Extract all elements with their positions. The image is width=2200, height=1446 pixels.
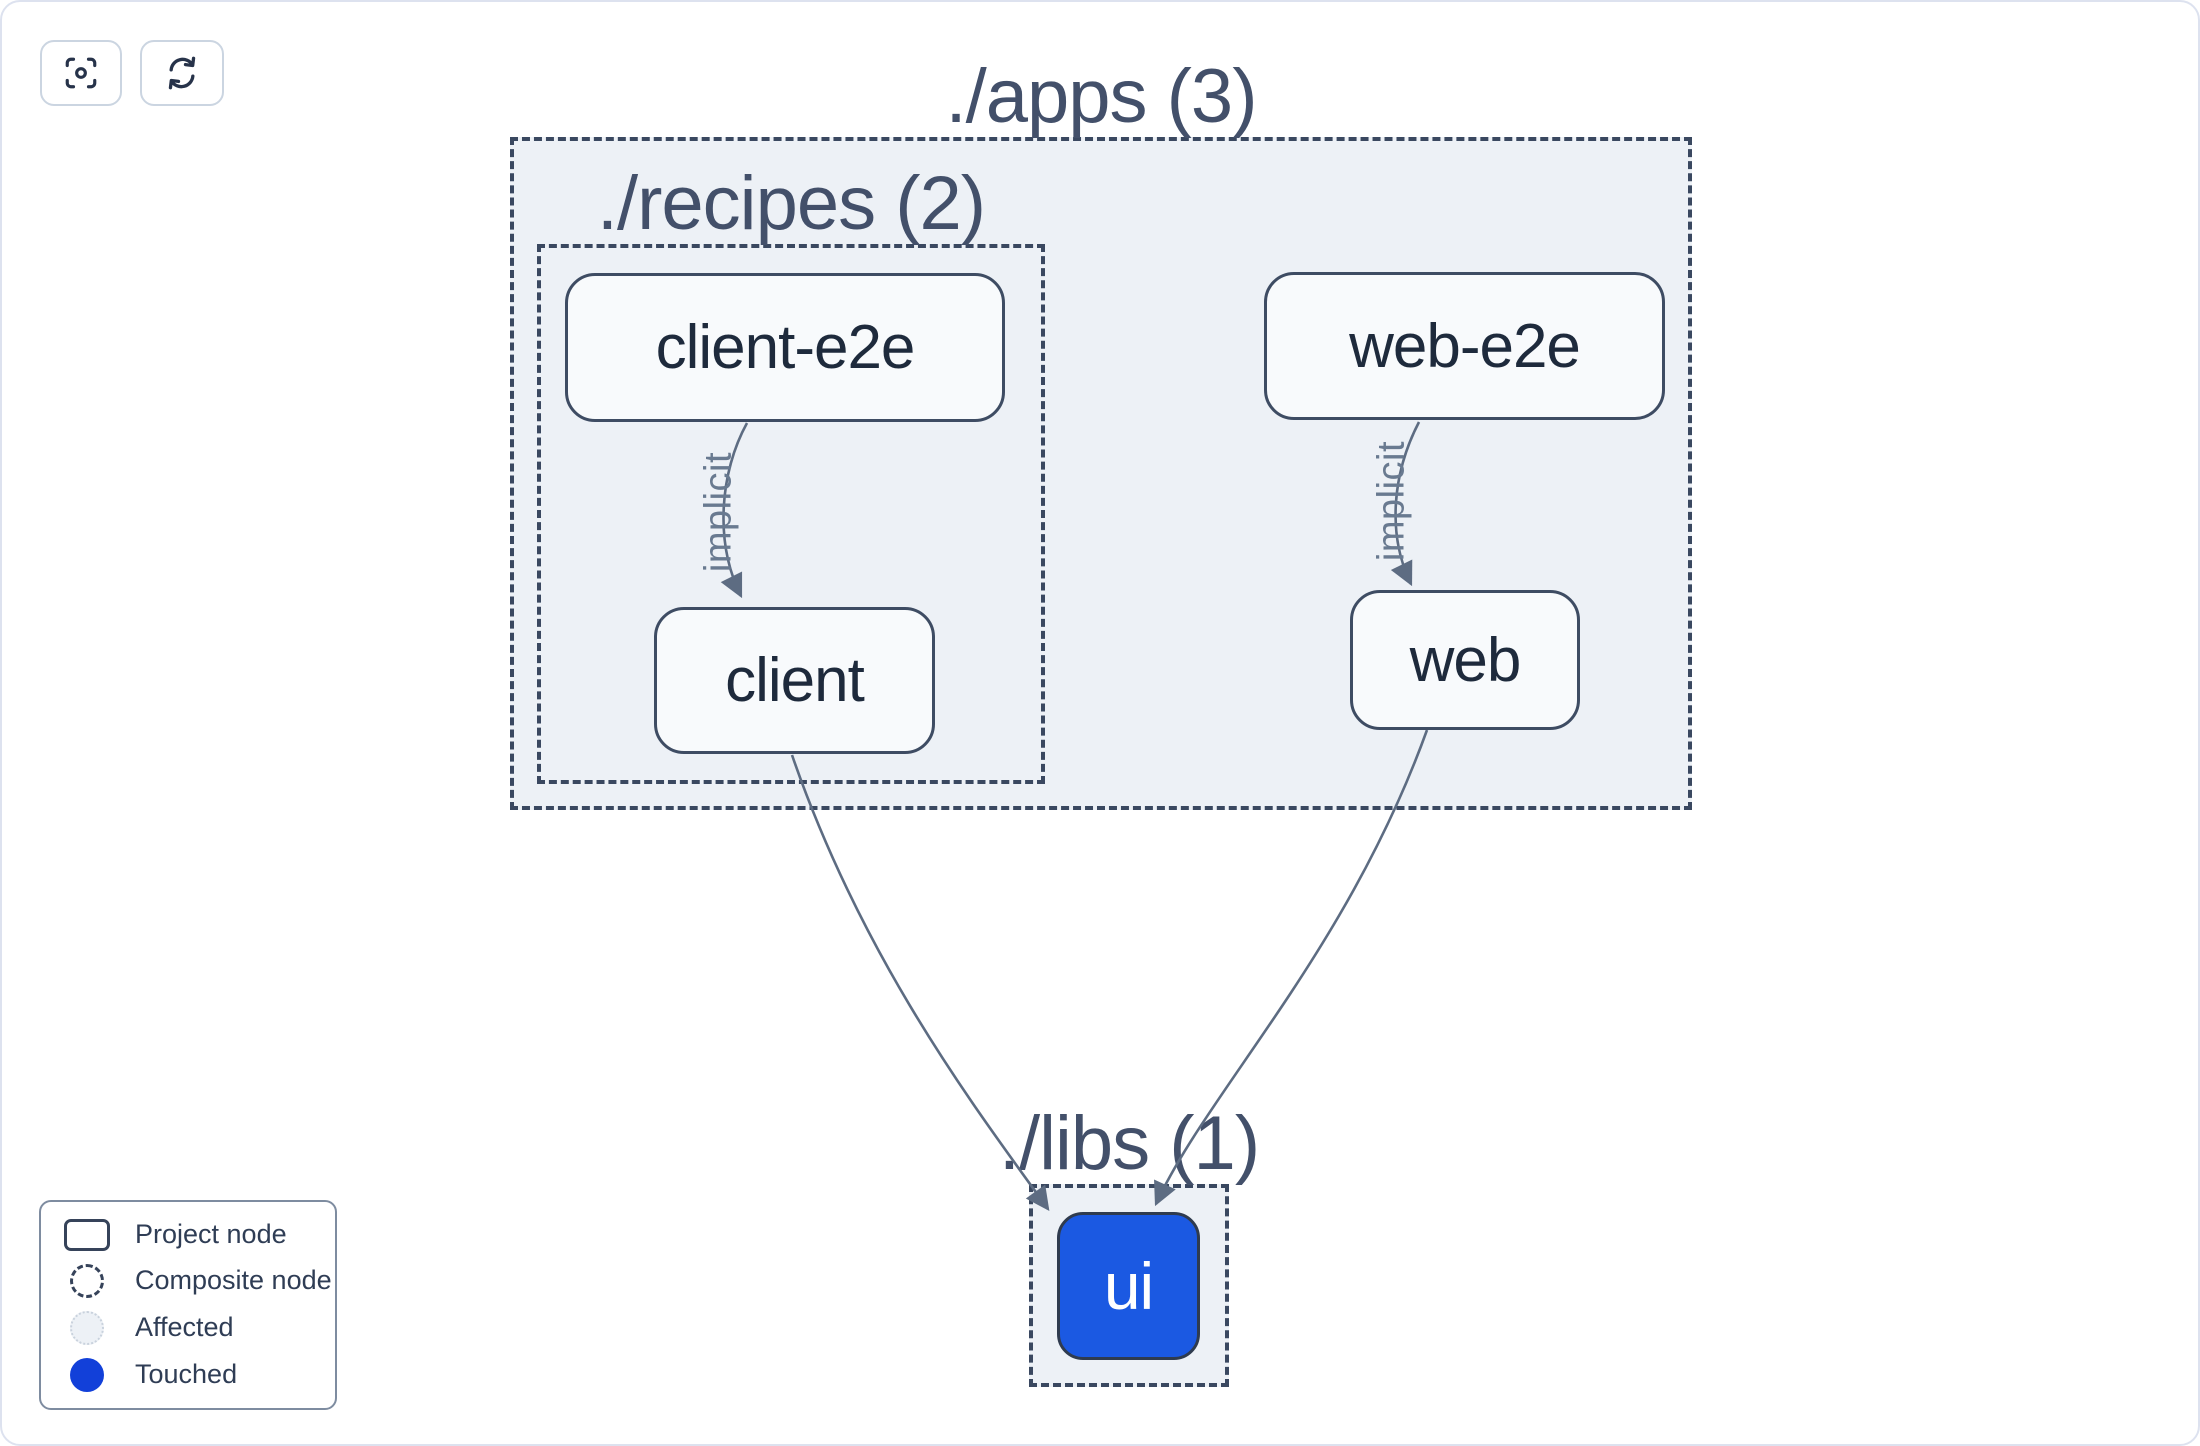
composite-title-apps: ./apps (3) <box>945 54 1257 139</box>
legend-label: Touched <box>135 1359 238 1389</box>
touched-swatch-icon <box>61 1357 113 1392</box>
refresh-arrows-icon <box>161 52 203 94</box>
project-node-client[interactable]: client <box>654 607 935 754</box>
project-node-web[interactable]: web <box>1350 590 1580 730</box>
composite-title-libs: ./libs (1) <box>998 1101 1260 1186</box>
project-node-ui[interactable]: ui <box>1057 1212 1200 1360</box>
project-node-web-e2e[interactable]: web-e2e <box>1264 272 1665 420</box>
refresh-graph-button[interactable] <box>140 40 224 106</box>
legend-label: Affected <box>135 1312 234 1342</box>
legend-row-composite-node: Composite node <box>61 1263 335 1298</box>
legend-row-touched: Touched <box>61 1357 335 1392</box>
affected-swatch-icon <box>61 1310 113 1345</box>
legend-row-affected: Affected <box>61 1310 335 1345</box>
project-node-swatch-icon <box>61 1218 113 1251</box>
composite-node-swatch-icon <box>61 1263 113 1298</box>
legend-label: Composite node <box>135 1265 332 1295</box>
viewfinder-focus-icon <box>61 53 101 93</box>
project-node-client-e2e[interactable]: client-e2e <box>565 273 1005 422</box>
legend-label: Project node <box>135 1219 287 1249</box>
graph-legend: Project node Composite node Affected Tou… <box>39 1200 337 1410</box>
edge-client-to-ui <box>790 754 1050 1211</box>
legend-row-project-node: Project node <box>61 1218 335 1251</box>
center-graph-button[interactable] <box>40 40 122 106</box>
